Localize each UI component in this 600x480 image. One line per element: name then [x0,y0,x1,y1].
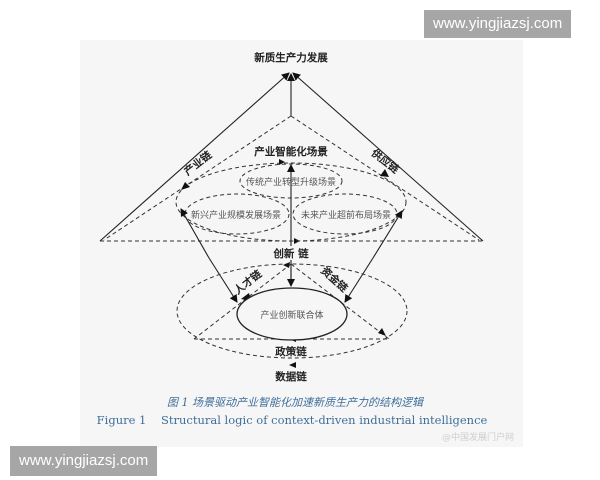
inner-right-dashed [290,115,480,241]
bottom-watermark: www.yingjiazsj.com [10,446,158,476]
top-watermark: www.yingjiazsj.com [424,10,572,38]
data-chain-label: 数据链 [274,370,307,383]
upper-ellipse-arrowhead [279,159,285,165]
lower-outer-ellipse [176,263,408,359]
top-goal-label: 新质生产力发展 [254,51,328,64]
capital-arrowhead [378,328,386,336]
upper-section-title: 产业智能化场景 [254,145,328,158]
innovation-chain-label: 创新 链 [272,247,309,260]
inner-left-dashed [103,115,292,241]
emerging-scene-label: 新兴产业规模发展场景 [191,209,281,221]
lower-apex-arrowhead [283,262,290,268]
figure-panel [80,40,523,447]
future-scene-label: 未来产业超前布局场景 [301,209,391,221]
right-diagonal-up-arrow [372,210,403,259]
weibo-watermark: @中国发展门户网 [442,431,514,443]
core-label: 产业创新联合体 [260,309,323,321]
right-diagonal-down-arrow [344,257,374,303]
left-outer-arrow [99,72,290,242]
data-arrowhead [289,362,296,368]
industry-chain-arrowhead [181,182,190,190]
left-diagonal-down-arrow [208,257,238,303]
innovation-label-bg [270,246,312,260]
emerging-scene-ellipse [184,193,290,235]
left-diagonal-up-arrow [180,208,210,259]
supply-chain-arrowhead [380,169,389,177]
caption-en: Figure 1 Structural logic of context-dri… [97,413,488,427]
capital-chain-label: 资金链 [318,264,350,295]
right-outer-arrow [292,72,484,242]
caption-zh: 图 1 场景驱动产业智能化加速新质生产力的结构逻辑 [167,396,425,409]
policy-chain-label: 政策链 [275,345,307,358]
core-ellipse [236,287,348,341]
industry-chain-label: 产业链 [181,148,214,178]
